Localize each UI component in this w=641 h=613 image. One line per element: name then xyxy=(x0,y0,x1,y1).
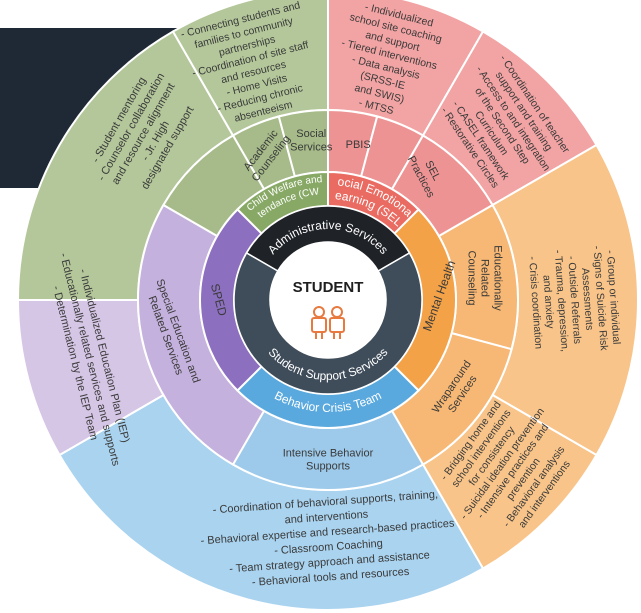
pbis-label: PBIS xyxy=(346,139,371,151)
counseling-details-line: and anxiety xyxy=(540,275,556,330)
intensive-behavior-supports-label-line: Intensive Behavior xyxy=(283,447,374,459)
educationally-related-counseling-label-line: Related xyxy=(479,259,491,297)
student-title: STUDENT xyxy=(293,279,364,296)
educationally-related-counseling-label-line: Counseling xyxy=(465,250,477,305)
educationally-related-counseling-label-line: Educationally xyxy=(492,245,504,311)
social-services-label-line: Services xyxy=(290,141,333,153)
students-icon xyxy=(311,306,345,339)
counseling-details-line: Assessments xyxy=(579,268,595,331)
social-services-label-line: Social xyxy=(296,128,326,140)
counseling-details: - Group or individual- Signs of Suicide … xyxy=(526,245,622,352)
pbis-label-line: PBIS xyxy=(346,139,371,151)
center-circle xyxy=(270,242,386,358)
intensive-behavior-details-line: and interventions xyxy=(284,509,369,527)
intensive-behavior-supports-label-line: Supports xyxy=(306,461,351,473)
